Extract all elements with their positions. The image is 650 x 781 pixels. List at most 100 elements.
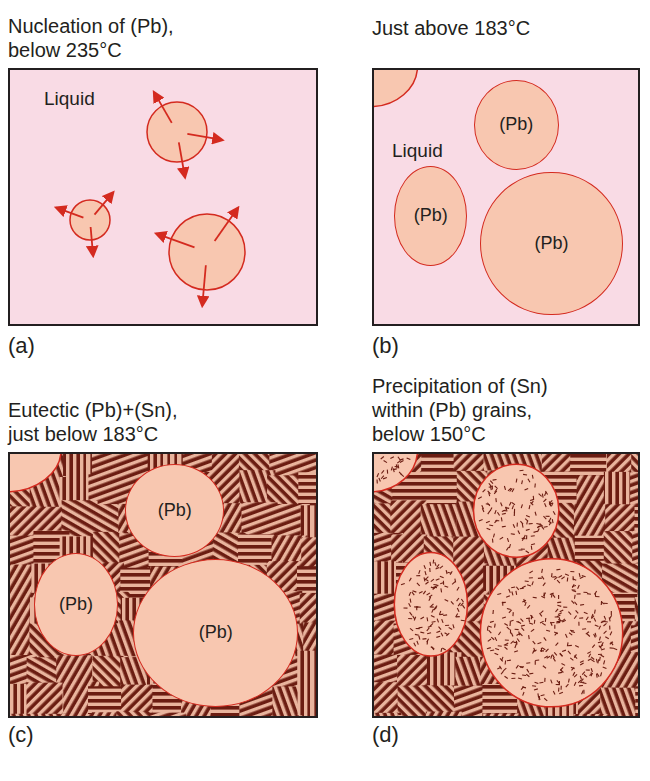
pb-grain-edge: [374, 70, 418, 107]
sn-precipitate: [384, 460, 387, 462]
sn-precipitate: [495, 486, 498, 489]
sn-precipitate: [534, 620, 536, 624]
pb-grain: [474, 464, 559, 557]
sn-precipitate: [511, 641, 514, 644]
sn-precipitate: [552, 519, 554, 523]
sn-precipitate: [511, 586, 515, 588]
eutectic-colony: [421, 685, 457, 716]
sn-precipitate: [544, 593, 546, 596]
sn-precipitate: [433, 584, 437, 586]
sn-precipitate: [419, 591, 423, 593]
sn-precipitate: [572, 589, 576, 591]
sn-precipitate: [522, 524, 524, 528]
sn-precipitate: [529, 673, 533, 675]
sn-precipitate: [598, 642, 602, 643]
sn-precipitate: [591, 668, 592, 672]
phase-label: (Pb): [535, 233, 569, 254]
sn-precipitate: [556, 684, 560, 685]
sn-precipitate: [436, 636, 440, 637]
sn-precipitate: [540, 621, 544, 623]
sn-precipitate: [544, 593, 545, 597]
sn-precipitate: [553, 658, 555, 661]
sn-precipitate: [509, 544, 510, 548]
sn-precipitate: [520, 588, 524, 590]
phase-label: (Pb): [199, 622, 233, 643]
sn-precipitate: [427, 628, 430, 631]
sn-precipitate: [509, 610, 512, 613]
sn-precipitate: [539, 682, 543, 684]
sn-precipitate: [461, 599, 463, 602]
pb-nucleus: [147, 102, 207, 162]
sn-precipitate: [546, 516, 550, 517]
sn-precipitate: [441, 633, 443, 637]
sn-precipitate: [409, 592, 411, 596]
sn-precipitate: [493, 479, 497, 481]
sn-precipitate: [497, 593, 501, 595]
growth-arrow: [179, 142, 185, 177]
sn-precipitate: [535, 512, 536, 516]
sn-precipitate: [505, 643, 508, 645]
sn-precipitate: [504, 623, 507, 625]
sn-precipitate: [458, 603, 460, 606]
pb-grain: [480, 559, 622, 707]
sn-precipitate: [538, 578, 542, 579]
sn-precipitate: [509, 502, 511, 506]
eutectic-colony: [426, 712, 462, 716]
sn-precipitate: [589, 654, 591, 657]
sn-precipitate: [554, 577, 557, 579]
sn-precipitate: [526, 529, 530, 530]
sn-precipitate: [431, 604, 434, 607]
sn-precipitate: [587, 593, 591, 595]
sn-precipitate: [560, 610, 564, 612]
pb-grain: (Pb): [34, 553, 119, 656]
sn-precipitate: [518, 530, 520, 534]
pb-grain: (Pb): [125, 464, 224, 557]
sn-precipitate: [611, 642, 613, 645]
sn-precipitate: [451, 601, 454, 604]
sn-precipitate: [574, 595, 576, 599]
sn-precipitate: [427, 593, 430, 595]
sn-precipitate: [534, 531, 538, 532]
sn-precipitate: [574, 654, 576, 657]
sn-precipitate: [601, 672, 602, 676]
sn-precipitate: [555, 632, 558, 635]
sn-precipitate: [376, 479, 377, 483]
sn-precipitate: [526, 551, 529, 553]
eutectic-colony: [630, 472, 638, 508]
sn-precipitate: [534, 689, 538, 690]
sn-precipitate: [381, 457, 384, 459]
sn-precipitate: [531, 615, 532, 619]
sn-precipitate: [511, 678, 515, 679]
eutectic-colony: [298, 685, 316, 716]
sn-precipitate: [595, 625, 599, 627]
sn-precipitate: [558, 595, 559, 599]
sn-precipitate: [425, 582, 428, 585]
sn-precipitate: [529, 577, 533, 578]
sn-precipitate: [413, 616, 415, 619]
sn-precipitate: [579, 685, 583, 686]
sn-precipitate: [507, 538, 508, 542]
eutectic-colony: [374, 713, 401, 716]
sn-precipitate: [521, 628, 524, 631]
sn-precipitate: [430, 606, 434, 607]
sn-precipitate: [512, 502, 515, 504]
pb-grain: (Pb): [480, 172, 622, 316]
sn-precipitate: [397, 461, 400, 464]
stage-caption: Just above 183°C: [372, 16, 622, 40]
sn-precipitate: [509, 589, 511, 593]
sn-precipitate: [597, 673, 599, 676]
sn-precipitate: [420, 632, 424, 634]
sn-precipitate: [489, 483, 491, 486]
sn-precipitate: [420, 617, 423, 619]
sn-precipitate: [428, 626, 432, 627]
sn-precipitate: [541, 648, 542, 652]
sn-precipitate: [604, 660, 605, 664]
sn-precipitate: [586, 617, 588, 620]
sn-precipitate: [596, 674, 598, 678]
sn-precipitate: [429, 597, 431, 601]
sn-precipitate: [527, 605, 530, 608]
sn-precipitate: [557, 615, 561, 617]
sn-precipitate: [435, 562, 436, 566]
sn-precipitate: [456, 613, 458, 616]
